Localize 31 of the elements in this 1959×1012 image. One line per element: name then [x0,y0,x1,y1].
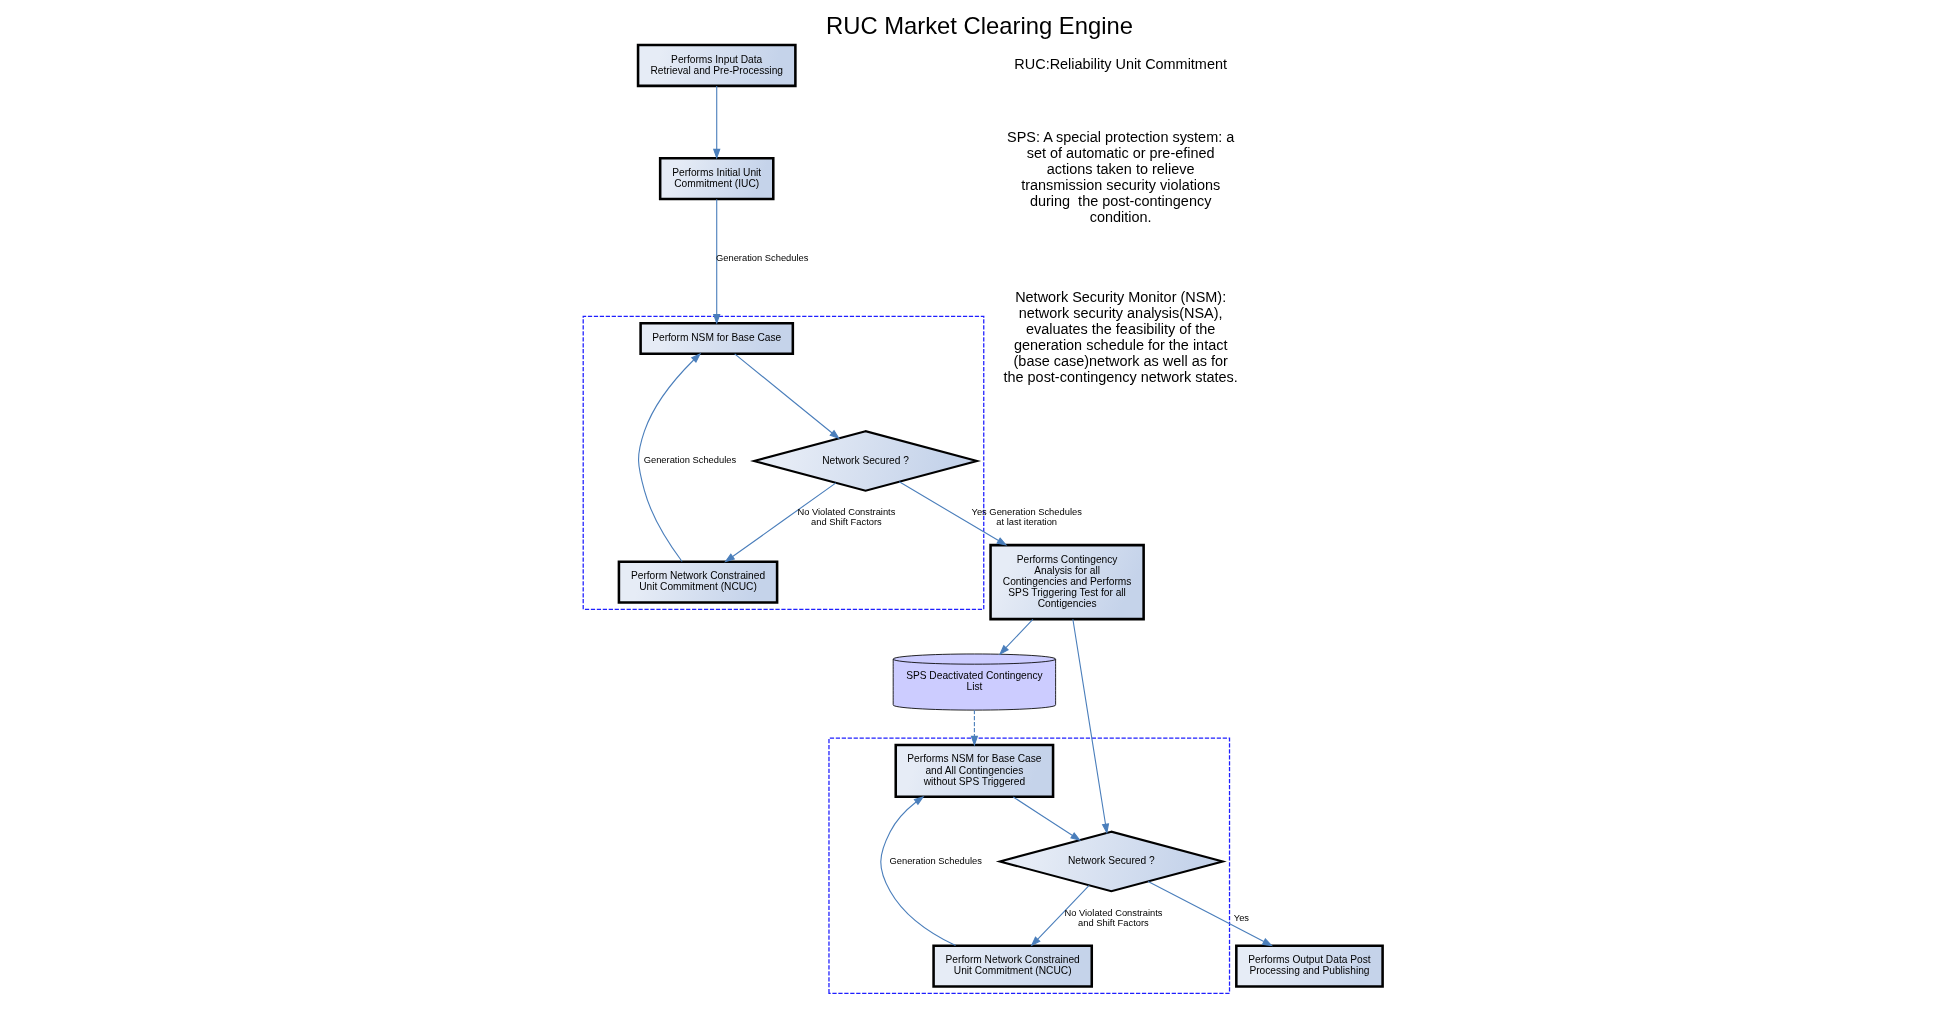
arrow [970,709,979,747]
node-box: Perform NSM for Base Case [639,321,795,356]
arrow [1072,618,1110,835]
edge-label: No Violated Constraints and Shift Factors [797,507,896,528]
edge-label: Yes [1233,912,1250,923]
edge-label: Generation Schedules [643,455,737,466]
node-box: Perform Network Constrained Unit Commitment (NCUC) [932,944,1094,988]
node-box: Perform Network Constrained Unit Commitment (NCUC) [617,560,779,604]
edge-label: Yes Generation Schedules at last iteration [971,507,1082,528]
arrow [1147,880,1273,947]
node-box: Performs Input Data Retrieval and Pre‑Processing [636,43,797,88]
arrow [712,85,721,160]
arrow [898,481,1008,546]
node-box: Performs Output Data Post Processing and Publishing [1235,944,1384,988]
node-box: Performs Contingency Analysis for all Contingencies and Performs SPS Triggering Test for all Contigencies [989,543,1145,621]
arrow [712,198,721,325]
arrow [638,352,702,563]
node-box: Performs NSM for Base Case and All Contingencies without SPS Triggered [894,743,1055,799]
arrow [734,353,841,440]
label: RUC:Reliability Unit Commitment [1014,55,1227,72]
arrow [880,795,957,947]
edge-label: Generation Schedules [889,855,982,866]
arrow [998,618,1034,656]
label: SPS: A special protection system: a set of automatic or pre-efined actions taken to relieve transmission security violations during the post-contingency condition. [1007,128,1235,226]
node-box: Performs Initial Unit Commitment (IUC) [658,156,775,201]
arrow [1030,884,1090,947]
label: Network Security Monitor (NSM): network security analysis(NSA), evaluates the feasibility of the generation schedule for the intact (base case)network as well as for the post-contingency network states. [1003,288,1238,386]
arrow [724,482,837,563]
diagram-title: RUC Market Clearing Engine [826,12,1133,40]
arrow [1012,796,1082,842]
edge-label: No Violated Constraints and Shift Factors [1064,907,1163,928]
